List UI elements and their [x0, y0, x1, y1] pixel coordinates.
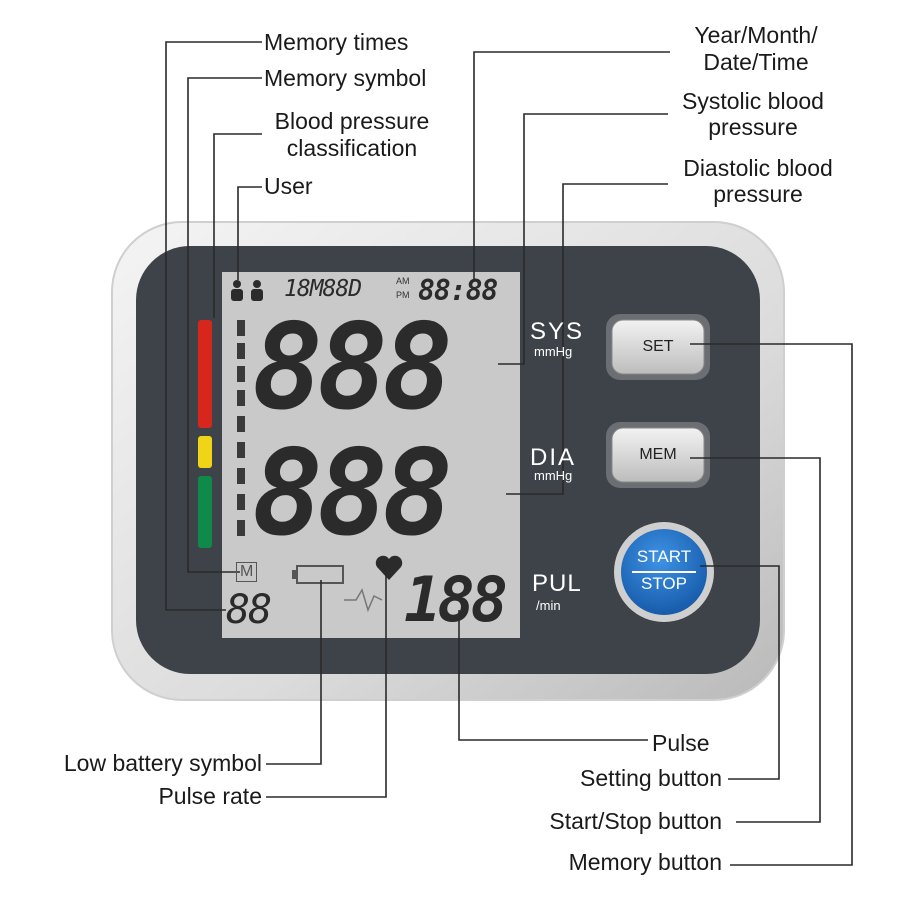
label-memory-times: Memory times: [264, 29, 409, 55]
dia-unit: mmHg: [534, 468, 573, 483]
label-memory-button: Memory button: [568, 849, 722, 875]
pulse-wave-icon: [344, 588, 383, 613]
label-bp-classification-2: classification: [286, 135, 418, 161]
label-bp-classification-1: Blood pressure: [274, 108, 430, 134]
label-diastolic-1: Diastolic blood: [683, 155, 833, 181]
low-battery-icon: [292, 565, 344, 584]
label-pulse: Pulse: [652, 730, 710, 756]
label-memory-symbol: Memory symbol: [264, 65, 427, 91]
lcd-screen: [222, 272, 520, 638]
label-user: User: [264, 173, 313, 199]
lcd-memory-symbol: M: [236, 562, 258, 582]
label-systolic-1: Systolic blood: [682, 88, 824, 114]
label-low-battery: Low battery symbol: [63, 750, 262, 776]
set-button-shape: [606, 314, 710, 380]
start-label: START: [636, 547, 692, 566]
lcd-classification-segments: [237, 320, 245, 536]
user-icon: [231, 280, 263, 301]
lcd-time: 88:88: [418, 274, 498, 307]
label-setting-button: Setting button: [580, 765, 722, 791]
leader-lines: [165, 41, 853, 866]
label-diastolic-2: pressure: [713, 181, 803, 207]
pul-label: PUL: [532, 570, 582, 597]
label-year-month-1: Year/Month/: [694, 22, 818, 48]
lcd-am: AM: [396, 276, 410, 286]
classification-color-bar: [198, 320, 212, 548]
sys-unit: mmHg: [534, 344, 573, 359]
heart-icon: [375, 555, 403, 580]
label-start-stop-button: Start/Stop button: [549, 808, 722, 834]
start-stop-button[interactable]: START STOP: [621, 529, 707, 615]
dia-label: DIA: [530, 444, 577, 471]
set-button[interactable]: SET: [642, 338, 674, 355]
stop-label: STOP: [641, 574, 687, 593]
lcd-date: 18M88D: [284, 276, 362, 302]
mem-button-shape: [606, 422, 710, 488]
label-systolic-2: pressure: [708, 114, 798, 140]
lcd-diastolic-value: 888: [252, 424, 453, 562]
sys-label: SYS: [530, 318, 585, 345]
lcd-memory-count: 88: [226, 587, 272, 633]
label-pulse-rate: Pulse rate: [158, 783, 262, 809]
lcd-pm: PM: [396, 290, 410, 300]
pul-unit: /min: [536, 598, 561, 613]
mem-button[interactable]: MEM: [639, 446, 677, 463]
lcd-pulse-value: 188: [404, 563, 508, 636]
start-stop-button-shape: [614, 522, 714, 622]
lcd-systolic-value: 888: [252, 298, 453, 436]
label-year-month-2: Date/Time: [703, 49, 809, 75]
